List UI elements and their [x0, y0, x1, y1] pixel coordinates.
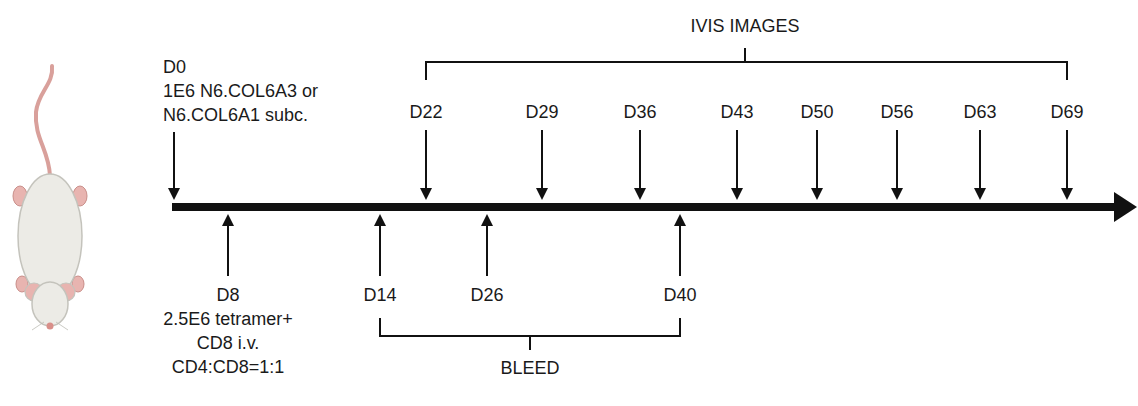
day-label: D56: [865, 100, 929, 124]
arrow-shaft: [979, 130, 981, 190]
day-label: D43: [705, 100, 769, 124]
bracket: [426, 48, 1067, 80]
down-arrows: [168, 130, 1073, 200]
arrowhead: [374, 214, 386, 226]
arrowhead: [420, 188, 432, 200]
arrow-shaft: [816, 130, 818, 190]
arrowhead: [974, 188, 986, 200]
arrowhead: [168, 188, 180, 200]
arrowhead: [1061, 188, 1073, 200]
arrow-shaft: [1066, 130, 1068, 190]
bracket-label: BLEED: [475, 356, 585, 380]
day-label: D0: [163, 55, 223, 79]
arrow-shaft: [379, 224, 381, 276]
mouse-whisker: [32, 322, 44, 330]
arrow-shaft: [736, 130, 738, 190]
arrow-shaft: [173, 132, 175, 190]
mouse-tail: [36, 66, 52, 176]
day-label: D40: [648, 283, 712, 307]
treatment-note: 2.5E6 tetramer+ CD8 i.v. CD4:CD8=1:1: [149, 307, 307, 379]
day-label: D8: [196, 283, 260, 307]
arrow-shaft: [425, 130, 427, 190]
day-label: D50: [785, 100, 849, 124]
day-label: D22: [394, 100, 458, 124]
mouse-illustration: [13, 66, 87, 330]
mouse-whisker: [56, 322, 68, 330]
arrowhead: [811, 188, 823, 200]
bracket-label: IVIS IMAGES: [670, 14, 820, 38]
day-label: D29: [510, 100, 574, 124]
mouse-nose: [47, 323, 54, 330]
day-label: D26: [455, 283, 519, 307]
day-label: D36: [608, 100, 672, 124]
arrowhead: [536, 188, 548, 200]
arrow-shaft: [896, 130, 898, 190]
arrow-shaft: [227, 224, 229, 276]
bracket: [380, 318, 680, 350]
arrowhead: [674, 214, 686, 226]
timeline-arrowhead: [1114, 192, 1137, 222]
day-label: D63: [948, 100, 1012, 124]
day-label: D69: [1035, 100, 1099, 124]
up-arrows: [222, 214, 686, 276]
arrow-shaft: [639, 130, 641, 190]
day-label: D14: [348, 283, 412, 307]
arrow-shaft: [486, 224, 488, 276]
arrowhead: [731, 188, 743, 200]
timeline-bar: [172, 203, 1116, 211]
mouse-body: [18, 174, 82, 298]
arrow-shaft: [541, 130, 543, 190]
arrow-shaft: [679, 224, 681, 276]
arrowhead: [634, 188, 646, 200]
treatment-note: 1E6 N6.COL6A3 or N6.COL6A1 subc.: [163, 79, 335, 127]
arrowhead: [222, 214, 234, 226]
arrowhead: [891, 188, 903, 200]
arrowhead: [481, 214, 493, 226]
mouse-head: [32, 282, 68, 326]
